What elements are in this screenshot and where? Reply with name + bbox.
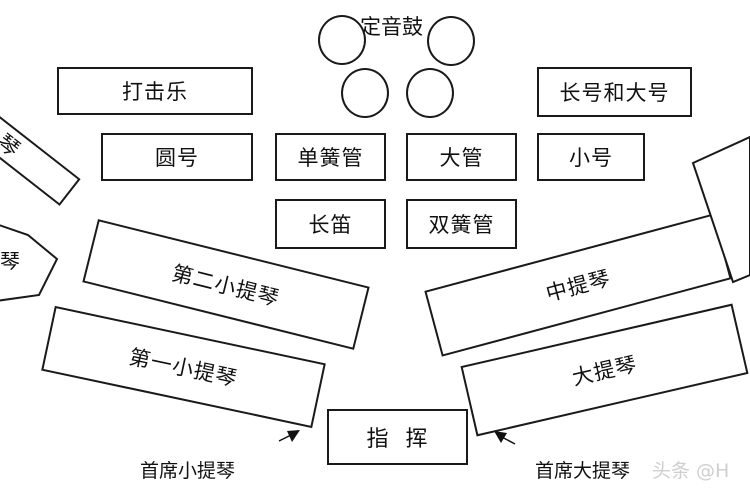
arrow-left-head [287,430,300,442]
timpani-drum-4 [406,68,454,118]
box-oboe: 大管 [406,133,517,181]
box-horn: 圆号 [101,133,253,181]
right-partial-shape [691,135,750,284]
box-flute: 长笛 [275,199,386,249]
box-conductor: 指 挥 [327,409,468,465]
watermark-text: 头条 @H [652,460,730,482]
timpani-drum-1 [318,15,366,65]
timpani-drum-2 [427,16,475,66]
left-partial-2-label: 琴 [0,249,20,273]
left-partial-pentagon [0,224,59,302]
box-trumpet: 小号 [537,133,645,181]
label-concertmaster: 首席小提琴 [140,460,236,482]
timpani-label: 定音鼓 [360,15,423,39]
label-principal-cello: 首席大提琴 [535,460,631,482]
timpani-drum-3 [341,68,389,118]
box-percussion: 打击乐 [57,67,253,115]
box-trombone-tuba: 长号和大号 [537,67,692,117]
box-bassoon: 双簧管 [406,199,517,249]
box-clarinet: 单簧管 [275,133,386,181]
arrow-right-head [494,431,507,443]
